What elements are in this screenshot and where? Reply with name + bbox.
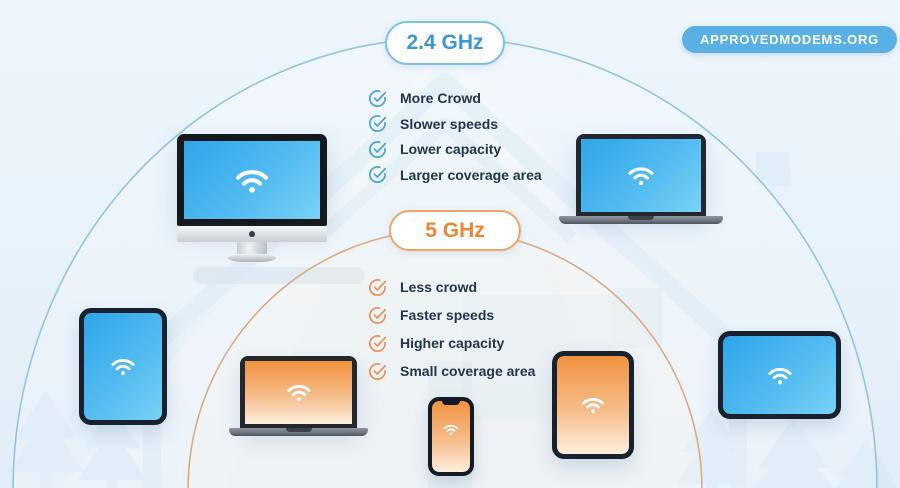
wifi-icon [110,356,136,377]
imac-base [228,254,276,262]
macbook-screen [581,139,701,212]
feature-list-5ghz: Less crowd Faster speeds Higher capacity… [368,276,535,388]
wifi-icon [443,423,459,436]
feature-row: Less crowd [368,276,535,298]
macbook-base [229,428,368,436]
imac-chin [177,226,327,242]
site-badge[interactable]: APPROVEDMODEMS.ORG [682,26,898,53]
tablet-screen [723,336,836,414]
band-label-24ghz: 2.4 GHz [385,21,505,65]
macbook-lid [576,134,706,216]
wifi-icon [627,164,655,187]
site-badge-label: APPROVEDMODEMS.ORG [700,32,880,47]
macbook-screen [245,361,352,424]
feature-row: Small coverage area [368,360,535,382]
feature-row: Faster speeds [368,304,535,326]
check-circle-icon [368,334,387,353]
feature-list-24ghz: More Crowd Slower speeds Lower capacity … [368,87,542,189]
feature-label: Faster speeds [400,307,495,323]
wifi-icon [234,166,270,195]
imac-stand [237,242,267,254]
feature-row: Slower speeds [368,113,542,135]
feature-label: Less crowd [400,279,478,295]
check-circle-icon [368,165,387,184]
feature-row: Higher capacity [368,332,535,354]
tablet-screen [557,356,629,454]
macbook-lid [240,356,357,428]
check-circle-icon [368,114,387,133]
wifi-icon [767,365,793,386]
tablet-bottom-right [552,351,634,459]
check-circle-icon [368,362,387,381]
feature-label: Small coverage area [400,363,536,379]
feature-row: Larger coverage area [368,164,542,186]
imac-screen [184,141,320,219]
phone-center [428,397,474,476]
macbook-top-right [559,134,723,224]
macbook-base [559,216,723,224]
band-label-5ghz: 5 GHz [389,210,521,251]
check-circle-icon [368,140,387,159]
feature-label: Slower speeds [400,115,499,132]
imac-desktop [177,134,327,262]
band-label-text: 5 GHz [425,218,485,242]
phone-screen [432,401,470,472]
feature-row: More Crowd [368,87,542,109]
feature-label: Lower capacity [400,141,502,157]
check-circle-icon [368,278,387,297]
wifi-icon [286,382,312,403]
feature-label: Larger coverage area [400,166,542,183]
band-label-text: 2.4 GHz [406,31,484,54]
phone-notch [442,401,460,405]
macbook-bottom [229,356,368,436]
check-circle-icon [368,89,387,108]
imac-display [177,134,327,226]
tablet-left [79,308,167,425]
feature-label: More Crowd [400,90,481,106]
check-circle-icon [368,306,387,325]
feature-row: Lower capacity [368,138,542,160]
tablet-far-right [718,331,841,419]
apple-logo-icon [249,231,255,237]
shelf [193,267,365,284]
tablet-screen [84,313,162,420]
feature-label: Higher capacity [400,335,505,351]
wifi-icon [581,395,605,415]
